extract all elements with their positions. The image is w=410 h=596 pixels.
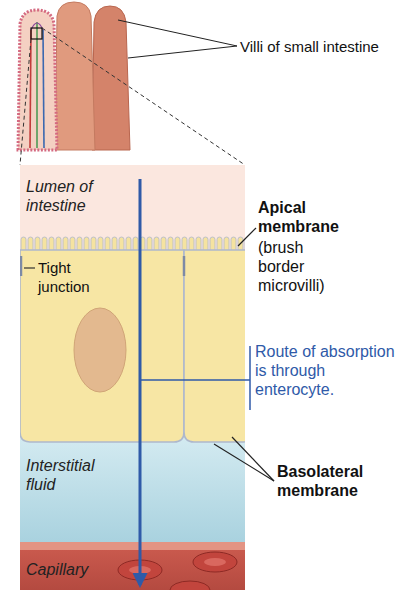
villus-cutaway	[18, 10, 57, 150]
region-label: Lumen of intestine	[26, 177, 126, 215]
leader-line	[128, 46, 237, 58]
membrane-note: (brush border microvilli)	[258, 238, 338, 295]
zoom-box	[31, 28, 42, 39]
villus	[92, 6, 130, 150]
leader-line	[24, 267, 35, 268]
capillary-loop	[31, 23, 43, 30]
lacteal	[36, 22, 38, 148]
red-blood-cell-center	[129, 566, 151, 574]
membrane-label: Apical membrane	[258, 198, 358, 236]
zoom-line	[20, 39, 31, 165]
structure-label: Villi of small intestine	[240, 37, 379, 56]
tight-junction	[183, 256, 186, 276]
route-note: Route of absorption is through enterocyt…	[255, 342, 403, 399]
epithelium	[20, 237, 245, 590]
zoom-line	[42, 28, 245, 165]
bracket	[249, 346, 251, 410]
region-label: Interstitial fluid	[26, 456, 116, 494]
red-blood-cell	[118, 560, 162, 580]
venule	[43, 30, 44, 148]
tight-junction	[20, 256, 22, 276]
structure-label: Tight junction	[38, 258, 110, 296]
region-label: Capillary	[26, 560, 126, 579]
red-blood-cell	[193, 552, 237, 572]
enterocyte	[184, 250, 245, 442]
leader-line	[118, 20, 237, 46]
enterocyte	[20, 250, 184, 442]
leader-line	[141, 379, 250, 381]
nucleus	[74, 308, 126, 392]
interstitial-band: Interstitial fluid	[20, 430, 245, 542]
red-blood-cell-center	[204, 558, 226, 566]
membrane-label: Basolateral membrane	[277, 462, 395, 500]
villus	[55, 2, 95, 150]
